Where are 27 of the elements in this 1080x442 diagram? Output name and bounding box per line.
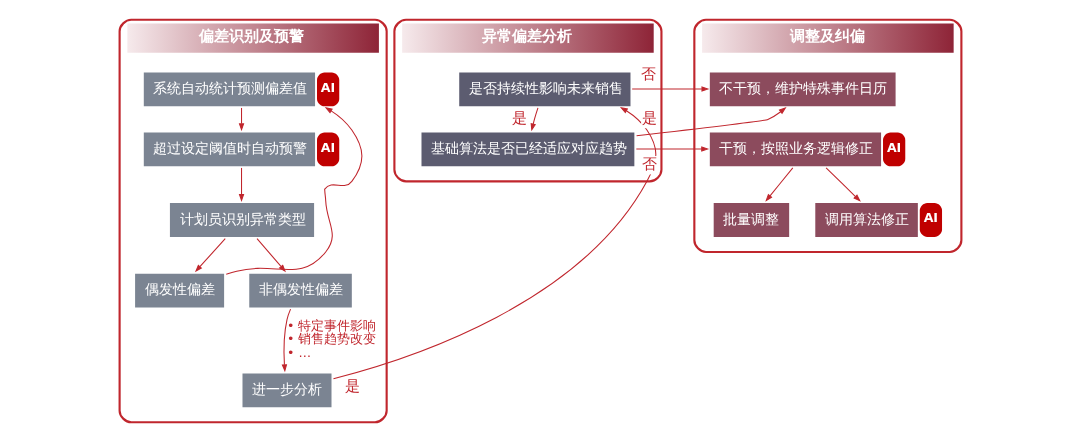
node-box: 进一步分析 — [242, 373, 331, 408]
node-box: 基础算法是否已经适应对应趋势 — [421, 132, 634, 167]
node-box: 不干预，维护特殊事件日历 — [709, 72, 896, 107]
node-label: AI — [320, 139, 335, 155]
edge-label: 是 — [511, 110, 527, 127]
arrow — [825, 167, 861, 202]
arrow — [281, 308, 291, 373]
node-label: AI — [886, 139, 901, 155]
node-box: 非偶发性偏差 — [248, 273, 352, 308]
node-box: 是否持续性影响未来销售 — [458, 72, 630, 107]
arrow — [631, 86, 709, 92]
edge-label: 否 — [641, 156, 657, 173]
arrow — [238, 167, 244, 202]
arrow — [256, 238, 286, 273]
node-label: AI — [923, 210, 938, 226]
node-label: AI — [320, 79, 335, 95]
node-box: 计划员识别异常类型 — [169, 203, 314, 237]
arrow — [530, 107, 538, 132]
edge-label: 否 — [640, 66, 656, 83]
edge-label: 是 — [641, 109, 657, 126]
arrow — [635, 146, 709, 152]
arrow — [764, 167, 793, 202]
node-box: 偶发性偏差 — [134, 273, 224, 308]
node-box: 批量调整 — [713, 203, 789, 237]
edge-label: 是 — [344, 378, 360, 395]
arrow — [194, 238, 226, 273]
edge-label: • 特定事件影响 • 销售趋势改变 • … — [286, 317, 376, 360]
